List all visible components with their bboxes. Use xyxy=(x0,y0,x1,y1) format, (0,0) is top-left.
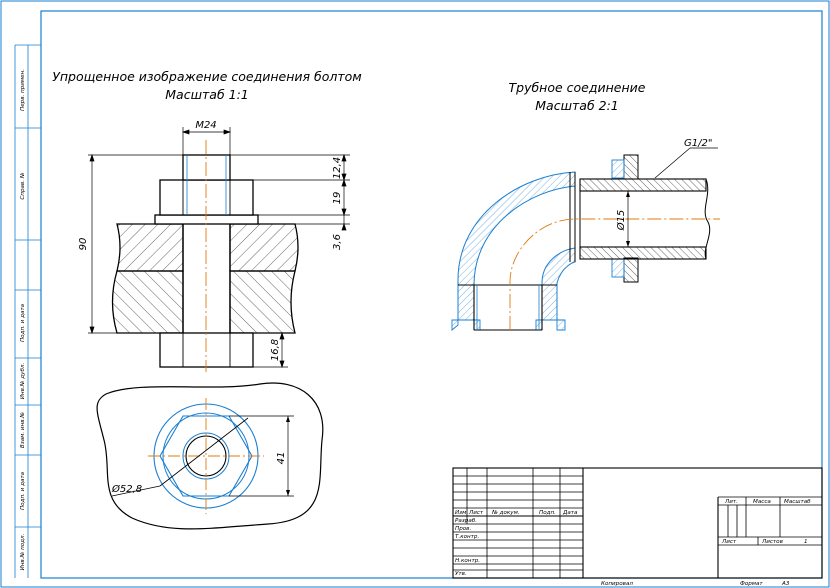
footer-copied: Копировал xyxy=(601,581,633,587)
nut xyxy=(159,179,254,216)
bolt-view-scale: Масштаб 1:1 xyxy=(165,87,249,102)
title-block xyxy=(452,467,823,579)
tb-mass: Масса xyxy=(753,499,771,505)
bolt-view-title: Упрощенное изображение соединения болтом xyxy=(52,69,361,84)
washer xyxy=(154,214,259,225)
tb-sheet: Лист xyxy=(721,539,737,545)
plate-lower-right xyxy=(229,270,296,334)
break-outline xyxy=(96,382,324,530)
dim-washer: 3,6 xyxy=(332,234,343,250)
footer-format: Формат xyxy=(740,581,763,587)
side-label-3: Подп. и дата xyxy=(20,303,26,342)
pipe-wall-bottom xyxy=(579,246,707,260)
side-label-6: Подп. и дата xyxy=(20,471,26,510)
tb-sheets: Листов xyxy=(761,539,783,545)
tb-col-list: Лист xyxy=(468,510,484,516)
bolt-section xyxy=(111,140,299,372)
footer-format-value: A3 xyxy=(781,581,790,587)
tb-row-razrab: Разраб. xyxy=(455,518,477,524)
dim-across-flats: 41 xyxy=(276,452,287,465)
side-label-2: Справ. № xyxy=(20,172,26,199)
pipe-section xyxy=(451,147,720,331)
lock-nut-top xyxy=(623,154,639,180)
tb-col-docnum: № докум. xyxy=(491,510,520,516)
side-strip xyxy=(14,44,41,578)
bolt-hole xyxy=(185,435,227,477)
plate-upper-right xyxy=(229,223,299,272)
dim-diameter: Ø52,8 xyxy=(111,483,142,495)
side-label-7: Инв.№ подл. xyxy=(20,533,26,570)
bolt-top xyxy=(182,154,231,181)
plate-upper-left xyxy=(116,223,184,272)
tb-lit: Лит. xyxy=(724,499,738,505)
tb-col-izm: Изм xyxy=(455,510,467,516)
pipe-wall-top xyxy=(579,178,707,192)
bolt-head xyxy=(159,332,254,368)
dim-thread: M24 xyxy=(195,120,216,131)
lock-nut-bottom xyxy=(623,257,639,283)
pipe-view-title: Трубное соединение xyxy=(509,80,646,95)
tb-scale: Масштаб xyxy=(784,499,811,505)
dim-pipe-bore: Ø15 xyxy=(615,210,627,232)
tb-row-tkontr: Т.контр. xyxy=(455,534,479,540)
dim-nut-height: 19 xyxy=(332,192,343,205)
tb-col-date: Дата xyxy=(562,510,578,516)
tb-col-sign: Подп. xyxy=(539,510,556,516)
side-label-1: Перв. примен. xyxy=(20,69,26,111)
nut-top-view xyxy=(96,382,324,530)
tb-row-prov: Пров. xyxy=(455,526,471,532)
pipe-view-scale: Масштаб 2:1 xyxy=(535,98,619,113)
dim-nut-top: 12,4 xyxy=(332,157,343,179)
tb-sheets-value: 1 xyxy=(804,539,808,545)
dim-bolt-tail: 16,8 xyxy=(270,339,281,361)
side-label-4: Инв.№ дубл. xyxy=(20,363,26,400)
plate-lower-left xyxy=(111,270,184,334)
dim-height-total: 90 xyxy=(78,238,89,251)
pipe-axis xyxy=(509,218,720,330)
bolt-dimensions xyxy=(88,127,350,369)
dim-pipe-thread: G1/2" xyxy=(684,138,712,149)
tb-row-nkontr: Н.контр. xyxy=(455,558,480,564)
side-label-5: Взам. инв.№ xyxy=(20,412,26,448)
tb-row-utv: Утв. xyxy=(455,571,467,577)
